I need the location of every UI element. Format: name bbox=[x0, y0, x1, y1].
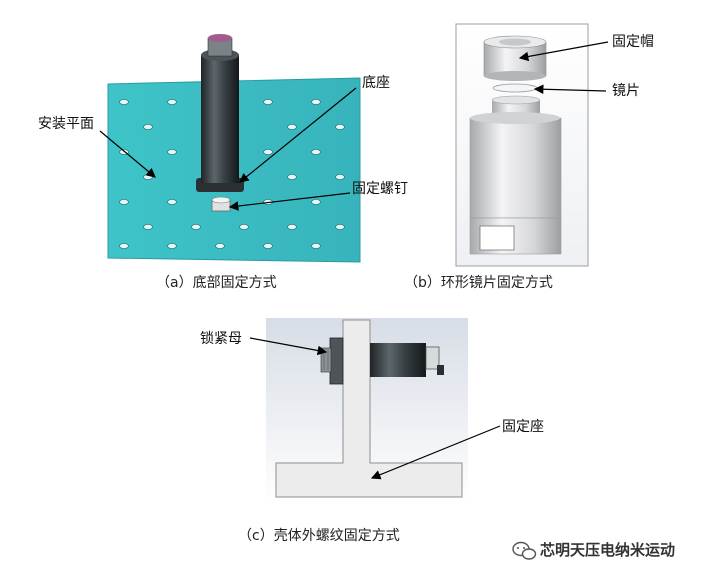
plate-hole bbox=[263, 99, 273, 106]
leader-base bbox=[239, 87, 357, 183]
label-lens: 镜片 bbox=[612, 83, 640, 99]
plate-hole bbox=[335, 124, 345, 131]
actuator-body-b bbox=[469, 95, 562, 255]
leader-locknut bbox=[249, 337, 328, 356]
caption-a: （a）底部固定方式 bbox=[156, 275, 277, 291]
plate-hole bbox=[167, 148, 177, 155]
base-actuator bbox=[196, 34, 244, 192]
plate-hole bbox=[167, 242, 177, 249]
label-cap: 固定帽 bbox=[612, 34, 654, 50]
plate-hole bbox=[239, 223, 249, 230]
plate-holes bbox=[119, 99, 345, 249]
leader-screw bbox=[228, 192, 351, 211]
plate-hole bbox=[311, 148, 321, 155]
label-base: 底座 bbox=[362, 75, 390, 91]
plate-hole bbox=[143, 223, 153, 230]
leader-mount-plane bbox=[99, 130, 156, 178]
label-screw: 固定螺钉 bbox=[352, 181, 408, 197]
leader-seat bbox=[370, 425, 501, 480]
leader-cap bbox=[518, 41, 609, 62]
caption-b: （b）环形镜片固定方式 bbox=[404, 275, 553, 291]
leader-lens bbox=[533, 84, 607, 95]
watermark: 芯明天压电纳米运动 bbox=[512, 541, 675, 560]
fixing-screw bbox=[211, 196, 231, 212]
plate-hole bbox=[311, 198, 321, 205]
plate-hole bbox=[191, 223, 201, 230]
actuator-c bbox=[370, 343, 444, 377]
panel-a: 安装平面 底座 固定螺钉 （a）底部固定方式 bbox=[38, 34, 408, 291]
label-locknut: 锁紧母 bbox=[200, 331, 242, 347]
plate-hole bbox=[335, 173, 345, 180]
label-mount-plane: 安装平面 bbox=[38, 116, 94, 132]
plate-hole bbox=[311, 99, 321, 106]
plate-hole bbox=[335, 223, 345, 230]
lens-disc bbox=[492, 83, 538, 93]
plate-hole bbox=[287, 223, 297, 230]
watermark-text: 芯明天压电纳米运动 bbox=[540, 541, 675, 559]
plate-hole bbox=[215, 242, 225, 249]
label-seat: 固定座 bbox=[502, 419, 544, 435]
panel-c: 锁紧母 固定座 （c）壳体外螺纹固定方式 bbox=[200, 318, 544, 544]
wechat-icon bbox=[512, 541, 537, 560]
panel-b: 固定帽 镜片 （b）环形镜片固定方式 bbox=[404, 23, 654, 291]
plate-hole bbox=[119, 198, 129, 205]
locknut bbox=[320, 337, 344, 385]
plate-hole bbox=[263, 148, 273, 155]
plate-hole bbox=[119, 242, 129, 249]
plate-hole bbox=[167, 198, 177, 205]
plate-hole bbox=[143, 173, 153, 180]
plate-hole bbox=[287, 173, 297, 180]
caption-c: （c）壳体外螺纹固定方式 bbox=[238, 527, 400, 544]
plate-hole bbox=[143, 124, 153, 131]
plate-hole bbox=[263, 242, 273, 249]
plate-hole bbox=[167, 99, 177, 106]
plate-hole bbox=[311, 242, 321, 249]
fixing-cap bbox=[483, 35, 547, 81]
plate-hole bbox=[119, 99, 129, 106]
plate-hole bbox=[287, 124, 297, 131]
